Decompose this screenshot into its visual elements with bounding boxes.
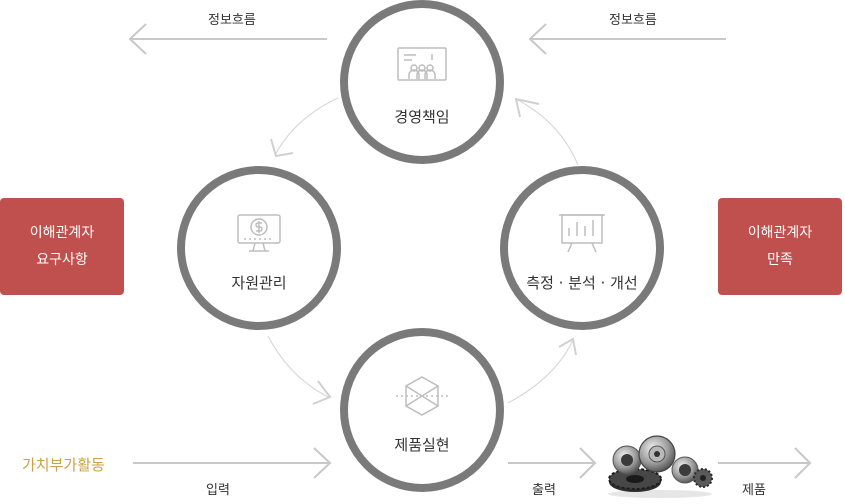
money-monitor-icon <box>237 214 281 252</box>
box-line-1: 이해관계자 <box>747 224 813 241</box>
small-gear-icon <box>693 468 713 488</box>
arc-bottom-to-right <box>507 339 574 404</box>
circle-label: 경영책임 <box>394 108 450 126</box>
cube-icon <box>396 376 448 416</box>
arc-left-to-bottom <box>267 335 331 399</box>
product-label: 제품 <box>742 483 766 498</box>
bearing-left-icon <box>612 445 642 475</box>
arrowhead-left-bottom <box>312 380 332 405</box>
circle-management-responsibility: 경영책임 <box>340 0 504 164</box>
input-arrowhead <box>313 447 332 479</box>
arrowhead-bottom-right <box>558 337 577 356</box>
info-flow-left-label: 정보흐름 <box>208 13 256 28</box>
gears-bearings-image <box>608 435 713 498</box>
chart-board-icon <box>559 214 605 253</box>
dark-gear-icon <box>608 468 662 492</box>
value-added-activity-label: 가치부가활동 <box>22 456 105 474</box>
circle-resource-management: 자원관리 <box>177 166 341 330</box>
hub-icon <box>638 435 676 473</box>
info-flow-right-label: 정보흐름 <box>609 13 657 28</box>
stakeholder-requirements-box: 이해관계자 요구사항 <box>0 198 124 295</box>
circle-label: 제품실현 <box>394 436 450 454</box>
output-label: 출력 <box>532 483 556 498</box>
info-flow-left-arrowhead <box>128 23 147 55</box>
circle-product-realization: 제품실현 <box>340 328 504 492</box>
input-label: 입력 <box>206 483 230 498</box>
arc-right-to-top <box>515 98 579 166</box>
stakeholder-satisfaction-box: 이해관계자 만족 <box>718 198 842 295</box>
meeting-board-icon <box>397 47 447 81</box>
info-flow-right-arrowhead <box>528 23 547 55</box>
product-arrowhead <box>794 447 812 479</box>
box-line-2: 만족 <box>767 251 793 268</box>
circle-measurement-analysis-improvement: 측정 · 분석 · 개선 <box>500 166 664 330</box>
output-arrowhead <box>579 447 597 479</box>
arrowhead-right-top <box>514 97 540 118</box>
arrowhead-top-left <box>270 138 294 158</box>
box-line-1: 이해관계자 <box>29 224 95 241</box>
box-line-2: 요구사항 <box>36 251 88 268</box>
circle-label: 측정 · 분석 · 개선 <box>526 274 638 292</box>
arc-top-to-left <box>274 97 339 156</box>
circle-label: 자원관리 <box>231 274 287 292</box>
